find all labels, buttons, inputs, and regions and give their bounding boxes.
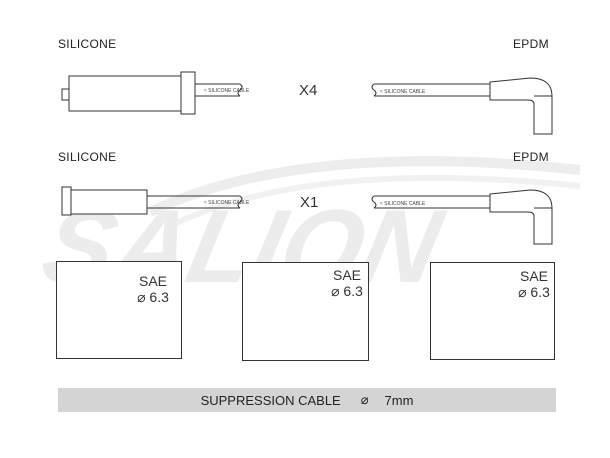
cable-print: ≈ SILICONE CABLE xyxy=(380,201,426,207)
sae-text: SAE xyxy=(332,267,361,283)
spark-plug-panel xyxy=(56,261,182,359)
row2-right-cable: ≈ SILICONE CABLE xyxy=(371,189,553,245)
footer-right-text: 7mm xyxy=(384,392,414,408)
panel3-sae-label: SAE ⌀ 6.3 xyxy=(511,268,557,300)
diameter-text: ⌀ 6.3 xyxy=(518,284,550,300)
row1-multiplier: X4 xyxy=(299,82,318,99)
row1-left-cable: ≈ SILICONE CABLE xyxy=(61,71,250,115)
diameter-symbol: ⌀ xyxy=(360,392,369,407)
row2-left-label: SILICONE xyxy=(58,150,117,164)
row2-right-label: EPDM xyxy=(513,150,549,164)
row1-left-label: SILICONE xyxy=(58,37,117,51)
diameter-text: ⌀ 6.3 xyxy=(331,283,363,299)
distributor-multi-panel xyxy=(430,262,555,360)
diameter-text: ⌀ 6.3 xyxy=(137,289,169,305)
row2-left-cable: ≈ SILICONE CABLE xyxy=(61,186,250,216)
panel2-sae-label: SAE ⌀ 6.3 xyxy=(324,267,370,299)
panel1-sae-label: SAE ⌀ 6.3 xyxy=(130,273,176,305)
cable-print: ≈ SILICONE CABLE xyxy=(204,88,250,94)
sae-text: SAE xyxy=(138,273,167,289)
suppression-cable-bar: SUPPRESSION CABLE ⌀ 7mm xyxy=(58,388,556,412)
distributor-panel xyxy=(242,262,369,361)
row2-multiplier: X1 xyxy=(300,194,319,211)
cable-print: ≈ SILICONE CABLE xyxy=(380,89,426,95)
sae-text: SAE xyxy=(519,268,548,284)
row1-right-label: EPDM xyxy=(513,37,549,51)
row1-right-cable: ≈ SILICONE CABLE xyxy=(371,77,553,135)
cable-print: ≈ SILICONE CABLE xyxy=(204,200,250,206)
footer-left-text: SUPPRESSION CABLE xyxy=(200,392,341,408)
